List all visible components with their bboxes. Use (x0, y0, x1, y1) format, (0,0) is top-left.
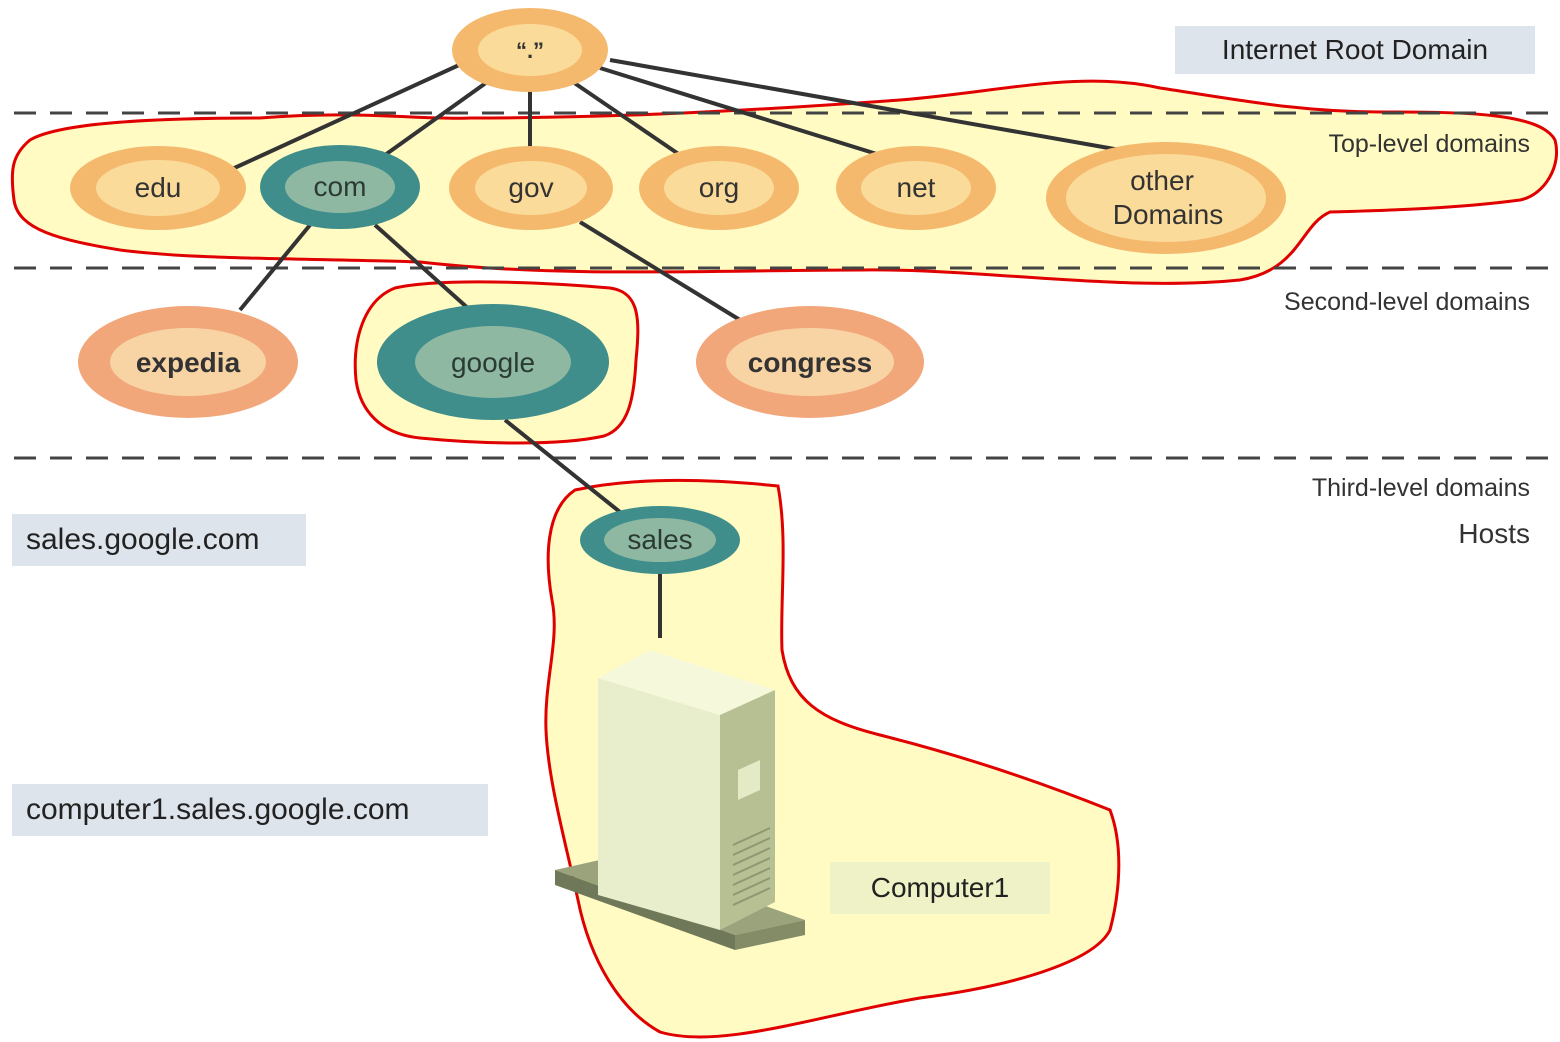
tld-label-other-line2: Domains (1113, 199, 1223, 230)
tld-label-org: org (699, 172, 739, 203)
sld-label-google: google (451, 347, 535, 378)
tld-label-com: com (314, 171, 367, 202)
tld-node-gov: gov (449, 146, 613, 230)
tld-node-other-domains: other Domains (1046, 142, 1286, 254)
fqdn-label-subdomain-text: sales.google.com (26, 523, 260, 556)
host-label: Computer1 (830, 862, 1050, 914)
tld-node-net: net (836, 146, 996, 230)
sld-label-congress: congress (748, 347, 873, 378)
level-label-third: Third-level domains (1311, 474, 1530, 502)
level-label-top: Top-level domains (1328, 130, 1531, 158)
root-domain-caption: Internet Root Domain (1175, 26, 1535, 74)
tld-node-com: com (260, 145, 420, 229)
tld-label-net: net (897, 172, 936, 203)
tld-node-org: org (639, 146, 799, 230)
sld-node-congress: congress (696, 306, 924, 418)
fqdn-label-host: computer1.sales.google.com (12, 784, 488, 836)
root-domain-caption-text: Internet Root Domain (1221, 34, 1489, 65)
sld-label-expedia: expedia (136, 347, 241, 378)
level-label-hosts: Hosts (1458, 518, 1530, 549)
level-label-second: Second-level domains (1284, 288, 1530, 316)
root-node: “.” (452, 8, 608, 92)
tld-node-edu: edu (70, 146, 246, 230)
sld-node-google: google (377, 304, 609, 420)
host-computer-icon (555, 650, 805, 950)
tld-label-gov: gov (508, 172, 553, 203)
third-level-label-sales: sales (627, 524, 692, 555)
host-label-text: Computer1 (870, 872, 1010, 903)
tree-connectors (229, 58, 1121, 638)
tld-label-other-line1: other (1130, 165, 1194, 196)
third-level-node-sales: sales (580, 506, 740, 574)
sld-node-expedia: expedia (78, 306, 298, 418)
fqdn-label-subdomain: sales.google.com (12, 514, 306, 566)
root-node-label: “.” (516, 38, 544, 63)
tld-label-edu: edu (135, 172, 182, 203)
fqdn-label-host-text: computer1.sales.google.com (26, 793, 410, 826)
